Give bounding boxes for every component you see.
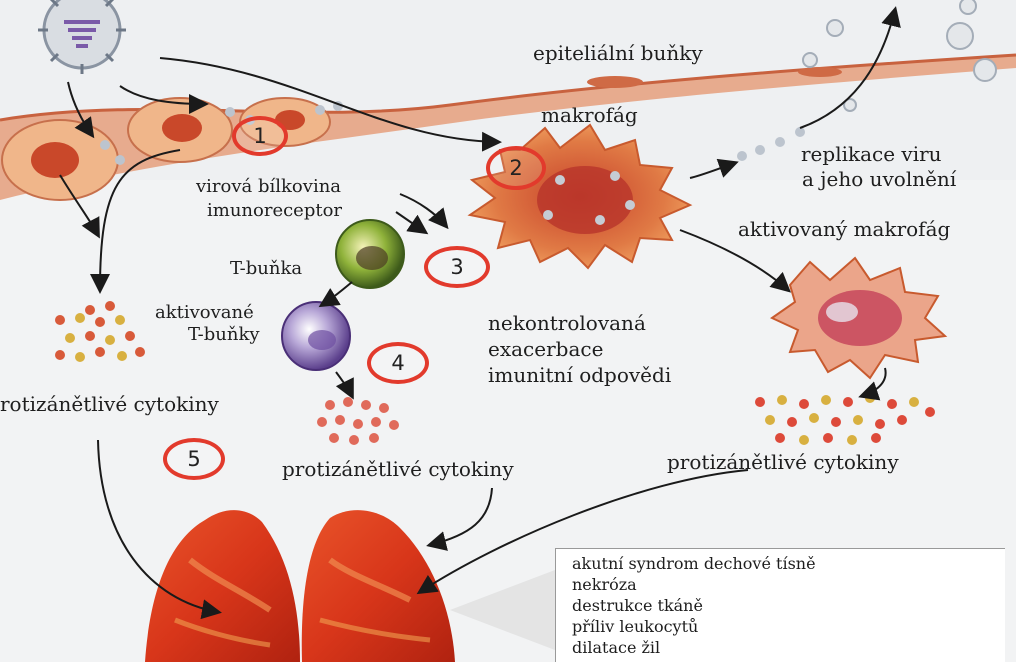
step-marker-4: 4	[367, 342, 429, 384]
epithelial-nucleus	[31, 142, 79, 178]
label-t-cell: T-buňka	[230, 258, 302, 280]
effects-box: akutní syndrom dechové tísně nekróza des…	[555, 548, 1005, 662]
effect-item: destrukce tkáně	[572, 595, 1005, 616]
label-activated-t-cells-line1: aktivované	[155, 302, 254, 324]
epithelial-nucleus	[162, 114, 202, 142]
label-activated-macrophage: aktivovaný makrofág	[738, 218, 950, 240]
effect-item: akutní syndrom dechové tísně	[572, 553, 1005, 574]
label-cytokines-left: rotizánětlivé cytokiny	[0, 393, 219, 415]
label-viral-protein: virová bílkovina	[196, 176, 341, 198]
label-activated-t-cells-line2: T-buňky	[188, 324, 260, 346]
label-cytokines-right: protizánětlivé cytokiny	[667, 451, 899, 473]
step-marker-5: 5	[163, 438, 225, 480]
label-virus-replication-line1: replikace viru	[801, 143, 942, 165]
label-cytokines-center: protizánětlivé cytokiny	[282, 458, 514, 480]
step-marker-3: 3	[424, 246, 490, 288]
label-epithelial-cells: epiteliální buňky	[533, 42, 703, 64]
effect-item: nekróza	[572, 574, 1005, 595]
label-uncontrolled-line1: nekontrolovaná	[488, 310, 646, 336]
effect-item: dilatace žil	[572, 637, 1005, 658]
label-immunoreceptor: imunoreceptor	[207, 200, 342, 222]
label-uncontrolled-line3: imunitní odpovědi	[488, 362, 671, 388]
label-virus-replication-line2: a jeho uvolnění	[802, 168, 956, 190]
label-uncontrolled-line2: exacerbace	[488, 336, 603, 362]
step-marker-2: 2	[486, 146, 546, 190]
effect-item: příliv leukocytů	[572, 616, 1005, 637]
step-marker-1: 1	[232, 116, 288, 156]
label-macrophage: makrofág	[541, 104, 638, 126]
